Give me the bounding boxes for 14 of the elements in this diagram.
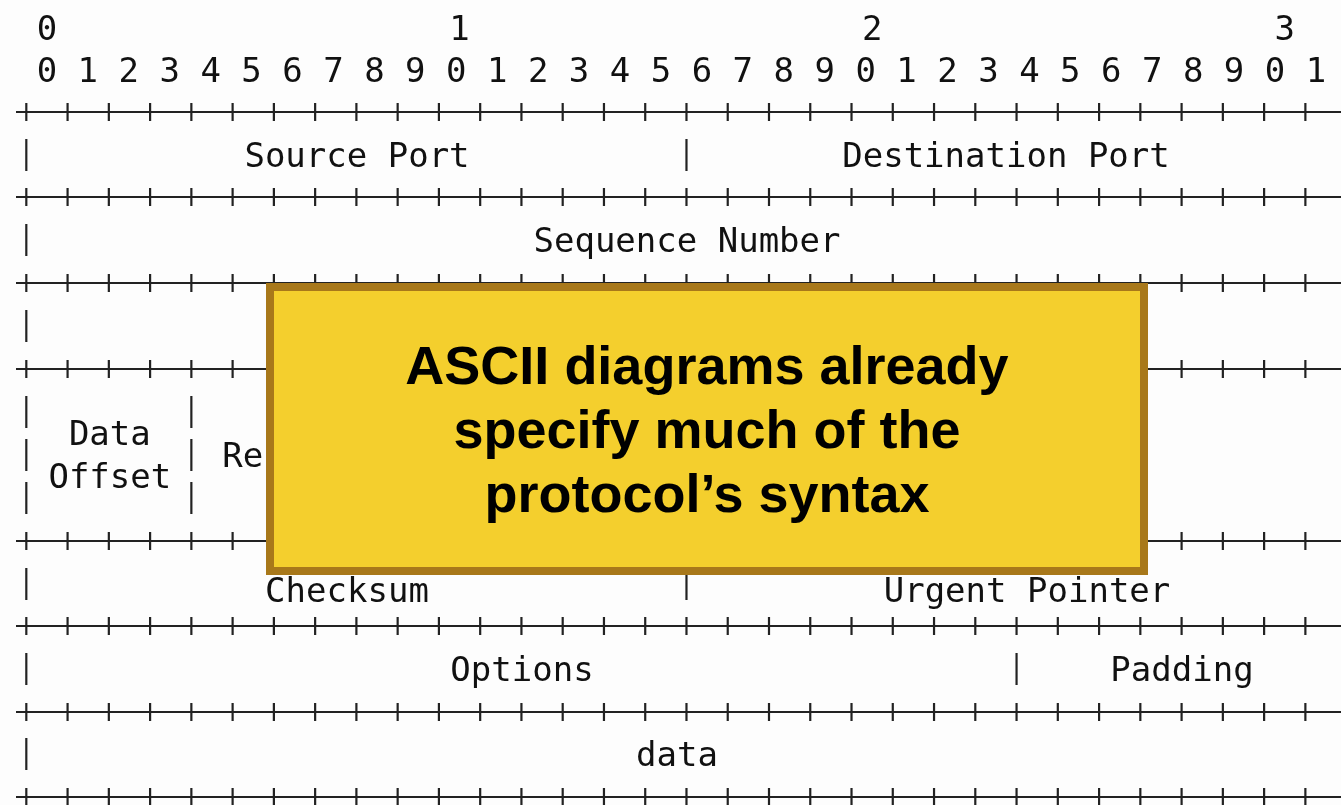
field-name: Destination Port (842, 136, 1170, 174)
bit-number: 1 (449, 9, 470, 47)
field-name: Data Offset (48, 412, 172, 498)
field-name: Padding (1110, 650, 1254, 688)
field-name: Sequence Number (533, 221, 841, 259)
bit-number: 2 (861, 9, 883, 47)
bit-number: 0 (36, 9, 58, 47)
bit-number: 3 (1274, 9, 1295, 47)
field-name: data (636, 735, 718, 773)
bit-ruler: 0 1 2 3 4 5 6 7 8 9 0 1 2 3 4 5 6 7 8 9 0 1 2 3 4 5 6 7 8 9 0 1 (36, 51, 1327, 89)
field-name: Source Port (244, 136, 470, 174)
field-name: Re (222, 436, 264, 474)
field-name: Options (450, 650, 594, 688)
callout-box: ASCII diagrams already specify much of the protocol’s syntax (266, 283, 1148, 575)
